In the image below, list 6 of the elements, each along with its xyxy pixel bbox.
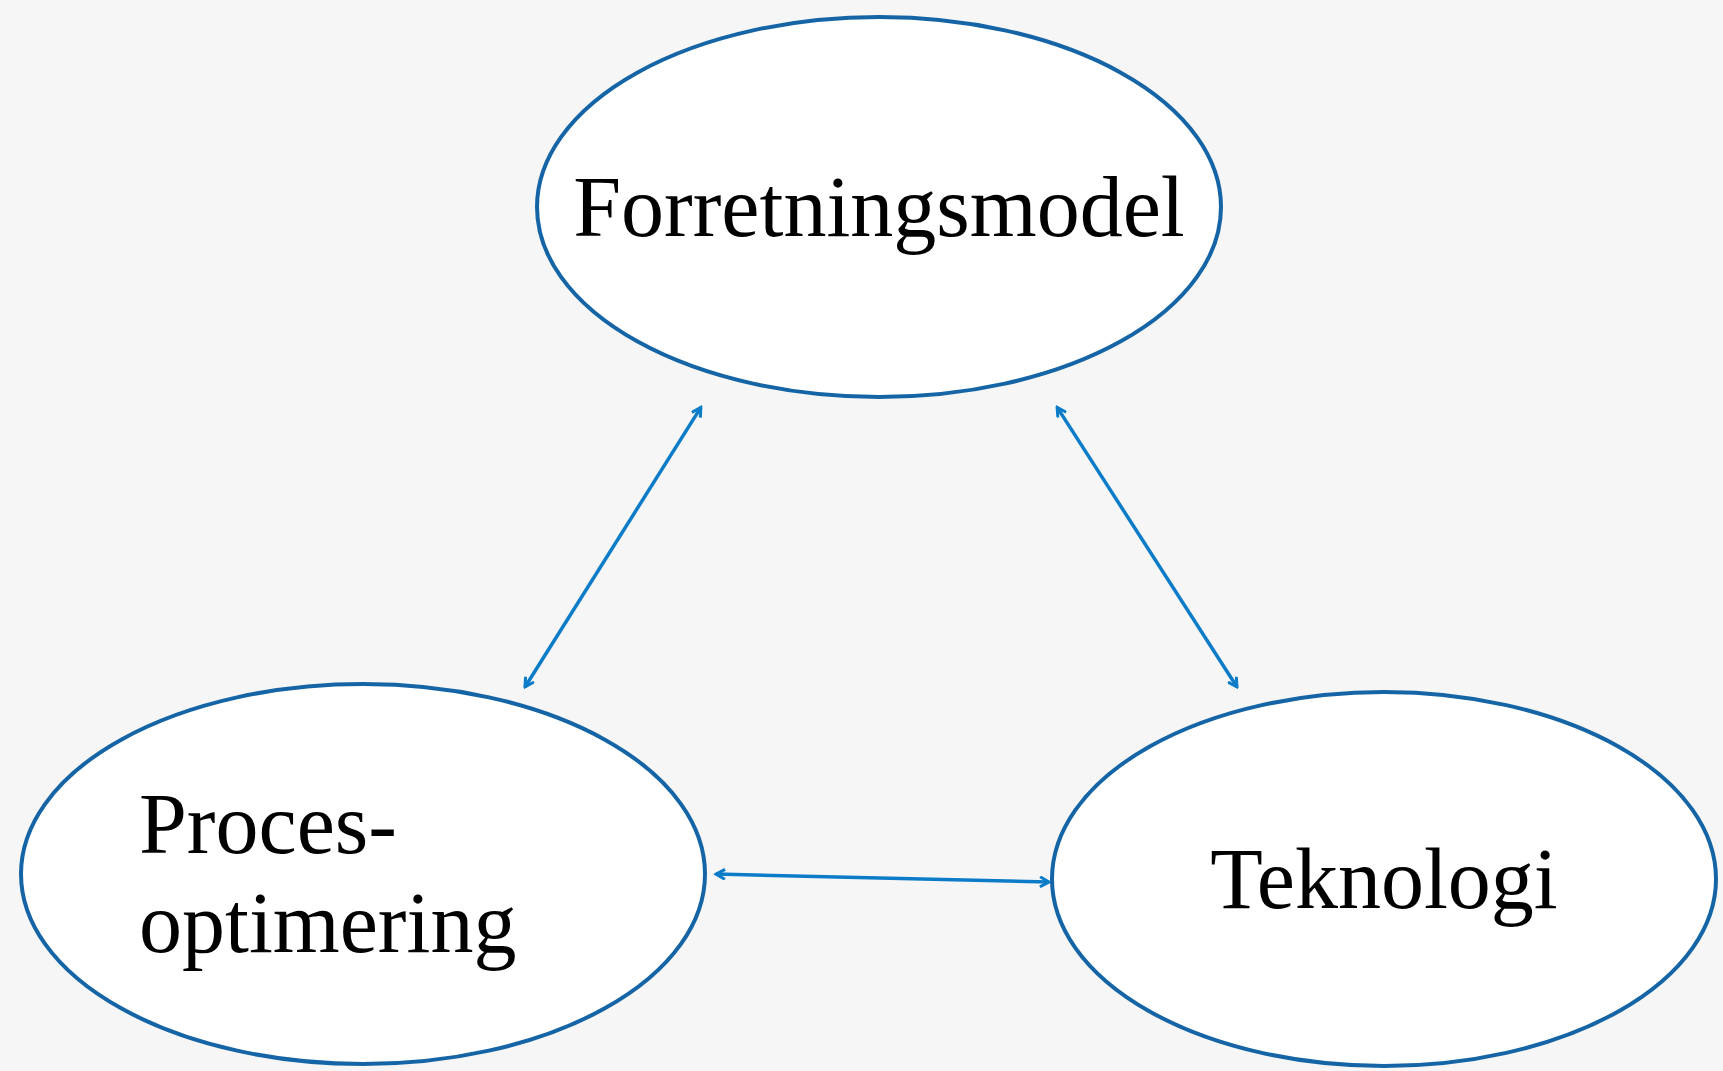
node-label: Forretningsmodel <box>573 157 1185 257</box>
double-arrow <box>714 867 1051 889</box>
double-arrow <box>1055 405 1239 689</box>
node-label: Teknologi <box>1210 829 1558 929</box>
node-label: Proces- optimering <box>139 775 518 973</box>
double-arrow <box>523 405 703 689</box>
